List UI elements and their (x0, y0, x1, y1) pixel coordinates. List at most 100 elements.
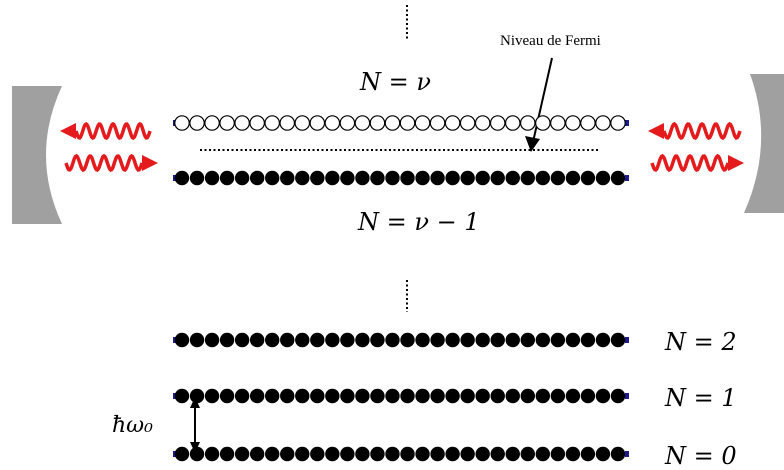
fermi-level-label: Niveau de Fermi (500, 33, 601, 49)
electron-filled (204, 332, 220, 348)
fermi-arrow-line (532, 57, 553, 143)
electron-filled (385, 446, 400, 462)
gap-arrow-head-top (190, 397, 200, 408)
electron-empty (264, 115, 281, 131)
level-edge-marker (625, 175, 629, 181)
electron-filled (520, 332, 535, 348)
electron-filled (535, 446, 551, 462)
electron-empty (219, 115, 235, 131)
photon-left-incoming (64, 153, 158, 173)
electron-filled (234, 332, 250, 348)
electron-filled (310, 170, 325, 186)
electron-filled (520, 388, 535, 404)
electron-filled (580, 170, 596, 186)
electron-filled (475, 446, 490, 462)
electron-empty (249, 115, 265, 131)
electron-filled (355, 170, 370, 186)
gap-arrow-head-bottom (190, 442, 200, 453)
level-n-nu-minus-1 (173, 170, 629, 186)
level-label-n2: N = 2 (664, 328, 737, 356)
photon-left-outgoing (60, 121, 152, 141)
electron-filled (355, 446, 370, 462)
electron-filled (219, 332, 235, 348)
electron-empty (459, 115, 476, 131)
electron-empty (234, 115, 250, 131)
electron-filled (505, 332, 520, 348)
level-label-upper: N = ν (359, 68, 431, 96)
electron-empty (580, 115, 596, 131)
level-label-lower: N = ν − 1 (357, 208, 480, 236)
electron-filled (505, 388, 520, 404)
electron-filled (490, 332, 505, 348)
electron-filled (355, 332, 370, 348)
electron-empty (174, 115, 190, 131)
electron-filled (445, 388, 460, 404)
electron-empty (399, 115, 416, 131)
electron-filled (310, 332, 325, 348)
electron-filled (295, 332, 310, 348)
electron-filled (400, 170, 415, 186)
electron-empty (519, 115, 536, 131)
electron-filled (430, 170, 445, 186)
electron-filled (400, 388, 415, 404)
electron-filled (280, 446, 295, 462)
electron-filled (445, 446, 460, 462)
electron-empty (354, 115, 371, 131)
electron-filled (580, 388, 596, 404)
electron-filled (204, 446, 220, 462)
electron-filled (234, 388, 250, 404)
level-edge-marker (625, 393, 629, 399)
electron-empty (595, 115, 611, 131)
electron-filled (610, 446, 626, 462)
electron-empty (504, 115, 521, 131)
electron-filled (550, 170, 566, 186)
electron-empty (279, 115, 296, 131)
electron-filled (535, 332, 551, 348)
electron-empty (489, 115, 506, 131)
electron-empty (189, 115, 205, 131)
electron-filled (295, 388, 310, 404)
electron-filled (265, 170, 280, 186)
electron-filled (219, 170, 235, 186)
electron-filled (490, 388, 505, 404)
electron-filled (189, 446, 205, 462)
electron-empty (610, 115, 626, 131)
gap-energy-label: ħω₀ (112, 413, 153, 438)
electron-filled (475, 388, 490, 404)
electron-filled (340, 170, 355, 186)
electron-filled (249, 388, 265, 404)
electron-empty (474, 115, 491, 131)
photon-right-incoming (648, 121, 742, 141)
level-label-n0: N = 0 (664, 442, 737, 470)
electron-filled (385, 388, 400, 404)
electron-filled (280, 388, 295, 404)
electron-filled (475, 332, 490, 348)
electron-filled (265, 446, 280, 462)
electron-filled (385, 332, 400, 348)
electron-filled (460, 332, 475, 348)
electron-filled (325, 332, 340, 348)
electron-filled (400, 446, 415, 462)
mirror-left (12, 86, 62, 224)
electron-filled (234, 446, 250, 462)
electron-filled (219, 446, 235, 462)
electron-filled (400, 332, 415, 348)
electron-filled (550, 446, 566, 462)
electron-filled (415, 332, 430, 348)
electron-filled (595, 170, 611, 186)
electron-filled (249, 332, 265, 348)
electron-filled (295, 170, 310, 186)
electron-filled (430, 446, 445, 462)
electron-empty (324, 115, 341, 131)
electron-empty (429, 115, 446, 131)
electron-filled (310, 388, 325, 404)
electron-filled (174, 170, 190, 186)
electron-filled (265, 332, 280, 348)
electron-empty (444, 115, 461, 131)
electron-filled (265, 388, 280, 404)
electron-filled (430, 332, 445, 348)
electron-filled (234, 170, 250, 186)
electron-filled (295, 446, 310, 462)
electron-filled (595, 332, 611, 348)
electron-filled (565, 388, 581, 404)
